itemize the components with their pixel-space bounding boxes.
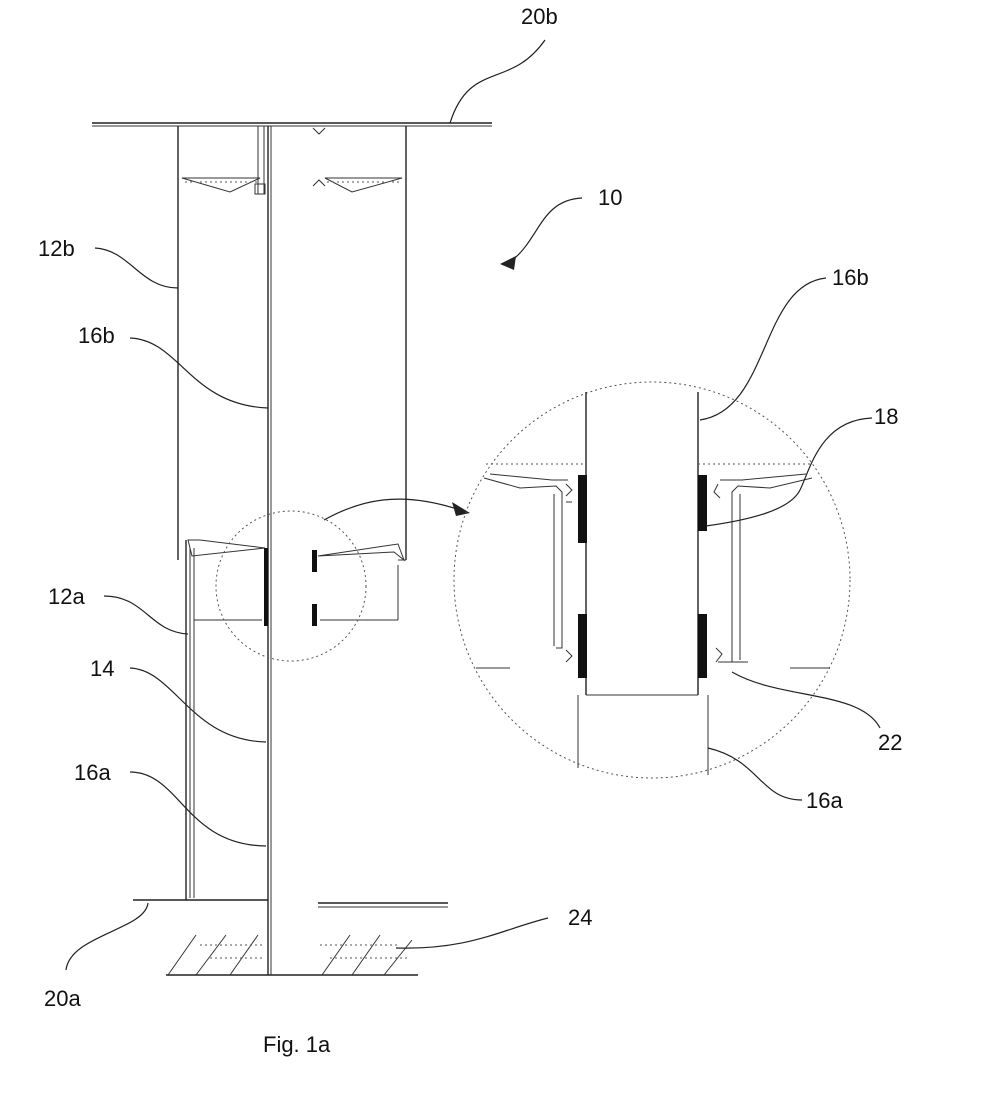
upper-housing: [178, 126, 406, 560]
lower-housing: [186, 540, 406, 900]
reference-labels: 20b 10 12b 16b 16b 18 12a 14 16a 22 16a …: [38, 4, 902, 1011]
base-block: [166, 935, 418, 975]
detail-arrow: [324, 499, 470, 520]
label-20b: 20b: [521, 4, 558, 29]
label-24: 24: [568, 905, 592, 930]
label-16a-detail: 16a: [806, 788, 843, 813]
label-18: 18: [874, 404, 898, 429]
label-16a-left: 16a: [74, 760, 111, 785]
label-16b-detail: 16b: [832, 265, 869, 290]
top-plate: [92, 123, 492, 126]
label-22: 22: [878, 730, 902, 755]
figure-caption: Fig. 1a: [263, 1032, 331, 1057]
label-16b-left: 16b: [78, 323, 115, 348]
label-12b: 12b: [38, 236, 75, 261]
detail-enlarged: [454, 382, 850, 778]
label-14: 14: [90, 656, 114, 681]
label-12a: 12a: [48, 584, 85, 609]
central-column: [268, 126, 271, 975]
detail-marker-circle: [216, 511, 366, 661]
label-10: 10: [598, 185, 622, 210]
bottom-plate: [133, 900, 448, 907]
label-20a: 20a: [44, 986, 81, 1011]
